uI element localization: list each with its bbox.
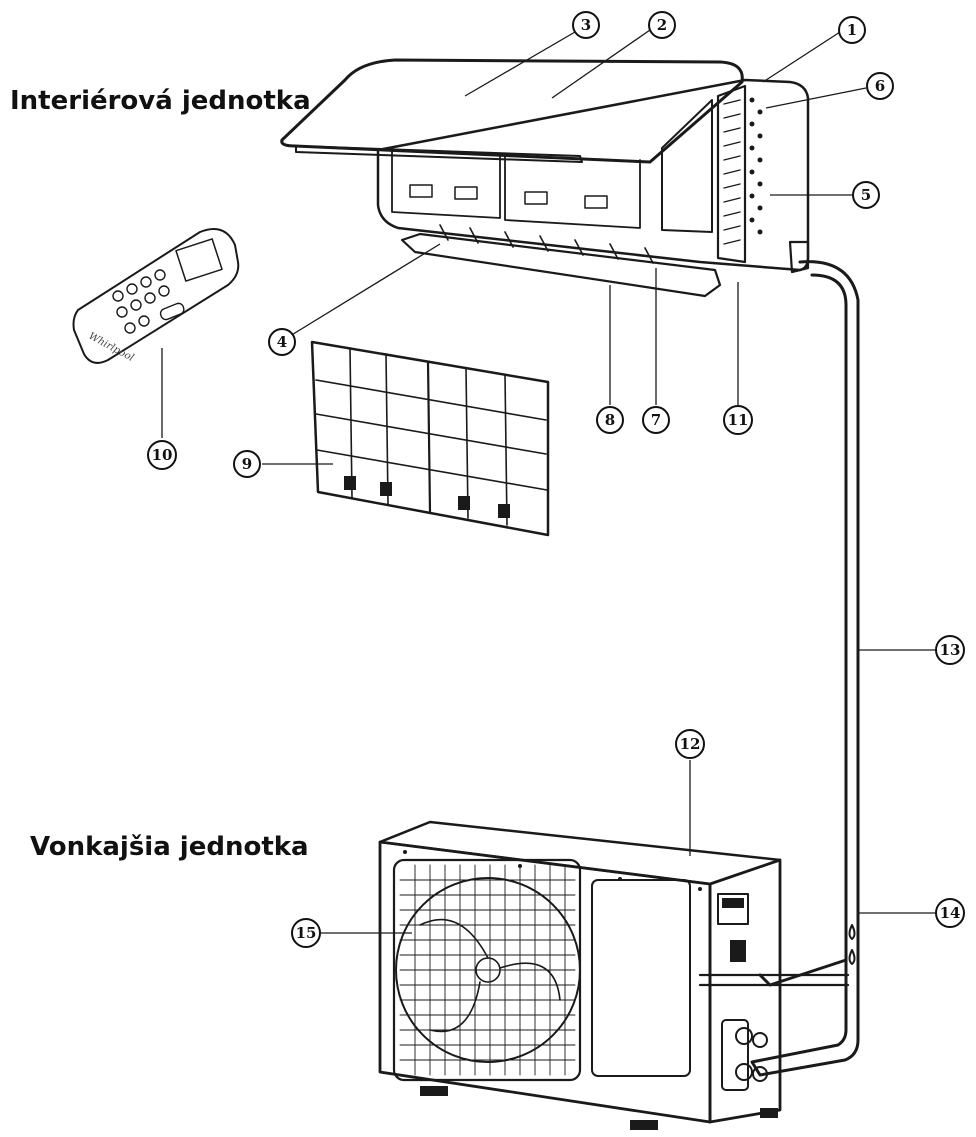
callout-1: 1 [838,16,866,44]
callout-3: 3 [572,11,600,39]
leader-lines [161,29,936,934]
callout-6: 6 [866,72,894,100]
callout-7-label: 7 [651,411,661,429]
callout-10-label: 10 [152,446,173,464]
callout-7: 7 [642,406,670,434]
callout-13: 13 [935,635,965,665]
remote-control: Whirlpool [72,228,240,364]
callout-15: 15 [291,918,321,948]
outdoor-unit-title: Vonkajšia jednotka [30,832,309,862]
indoor-unit-title: Interiérová jednotka [10,86,311,116]
callout-14-label: 14 [940,904,961,922]
callout-14: 14 [935,898,965,928]
callout-2: 2 [648,11,676,39]
callout-5-label: 5 [861,186,871,204]
callout-3-label: 3 [581,16,591,34]
callout-13-label: 13 [940,641,961,659]
callout-8: 8 [596,406,624,434]
callout-12: 12 [675,729,705,759]
callout-2-label: 2 [657,16,667,34]
callout-15-label: 15 [296,924,317,942]
callout-9: 9 [233,450,261,478]
callout-5: 5 [852,181,880,209]
callout-11-label: 11 [728,411,749,429]
callout-10: 10 [147,440,177,470]
callout-6-label: 6 [875,77,885,95]
air-filter [310,340,550,537]
callout-1-label: 1 [847,21,857,39]
outdoor-unit [378,820,782,1130]
callout-11: 11 [723,405,753,435]
callout-9-label: 9 [242,455,252,473]
callout-4: 4 [268,328,296,356]
callout-4-label: 4 [277,333,287,351]
callout-8-label: 8 [605,411,615,429]
callout-12-label: 12 [680,735,701,753]
indoor-unit [280,58,810,298]
